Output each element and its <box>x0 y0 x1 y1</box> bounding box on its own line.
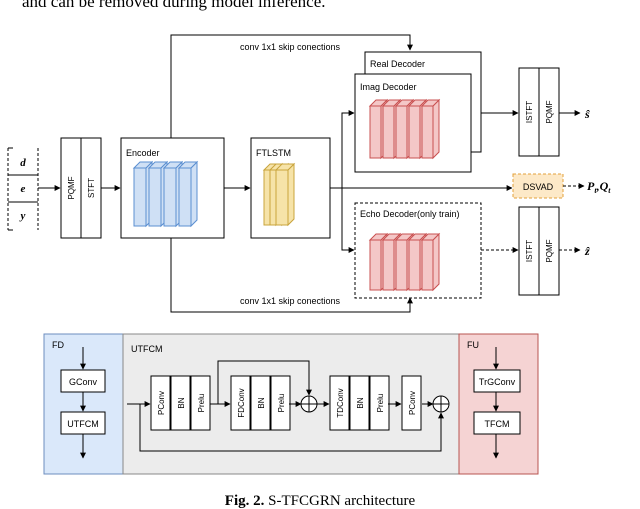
echo-layer-2 <box>395 239 408 291</box>
utfcm-op-1-0 <box>230 375 251 431</box>
lstm-layer-2 <box>275 169 289 226</box>
pqmf-s-label: PQMF <box>545 100 554 123</box>
pqmf-s-block <box>538 67 560 157</box>
imag-layer-1 <box>382 105 395 159</box>
utfcm-op-label-1-2: Prelu <box>277 394 286 413</box>
imag-layer-0 <box>369 105 382 159</box>
utfcm-op-2-2 <box>369 375 390 431</box>
imag-layer-2 <box>395 105 408 159</box>
utfcm-op-2-1 <box>349 375 370 431</box>
utfcm-title: UTFCM <box>131 344 163 354</box>
utfcm-op-label-3-0: PConv <box>408 391 417 415</box>
fd-title: FD <box>52 340 64 350</box>
gconv-label: GConv <box>69 377 98 387</box>
pqmf-in-label: PQMF <box>67 176 76 199</box>
skip-top-line <box>170 34 413 138</box>
utfcm-op-0-1 <box>170 375 191 431</box>
ftlstm-label: FTLSTM <box>256 148 291 158</box>
trgconv-label: TrGConv <box>479 377 516 387</box>
utfcm-op-label-2-2: Prelu <box>376 394 385 413</box>
output-s: ŝ <box>584 107 590 121</box>
utfcm-op-label-2-1: BN <box>356 397 365 408</box>
tfcm-label: TFCM <box>485 419 510 429</box>
echo-layer-0 <box>369 239 382 291</box>
istft-z-label: ISTFT <box>525 240 534 262</box>
encoder-layer-3 <box>178 167 192 227</box>
input-y: y <box>19 210 26 222</box>
utfcm-op-label-1-1: BN <box>257 397 266 408</box>
imag-layer-4 <box>421 105 434 159</box>
utfcm-op-label-0-0: PConv <box>157 391 166 415</box>
encoder-layer-0 <box>133 167 147 227</box>
echo-layer-4 <box>421 239 434 291</box>
utfcm-ops: PConv BN Prelu FDConv BN Prelu TDConv BN Prelu PC… <box>150 375 422 431</box>
dsvad-label: DSVAD <box>523 182 554 192</box>
utfcm-op-1-2 <box>270 375 291 431</box>
utfcm-op-3-0 <box>401 375 422 431</box>
stft-in-label: STFT <box>87 178 96 198</box>
utfcm-op-label-1-0: FDConv <box>237 388 246 417</box>
inner-skip <box>217 360 312 404</box>
encoder-layers <box>132 160 199 228</box>
output-pq: Pt,Qt <box>587 179 611 195</box>
fd-utfcm-label: UTFCM <box>67 419 99 429</box>
tfcm-block <box>473 411 521 435</box>
fu-panel <box>458 333 539 475</box>
imag-decoder-layers <box>368 98 441 160</box>
trgconv-block <box>473 369 521 393</box>
echo-decoder-layers <box>368 232 441 292</box>
utfcm-op-0-0 <box>150 375 171 431</box>
encoder-layer-2 <box>163 167 177 227</box>
echo-decoder-label: Echo Decoder(only train) <box>360 209 460 219</box>
utfcm-op-label-2-0: TDConv <box>336 388 345 417</box>
pqmf-z-label: PQMF <box>545 239 554 262</box>
utfcm-op-0-2 <box>190 375 211 431</box>
lstm-layer-side-2 <box>287 162 295 227</box>
real-decoder-label: Real Decoder <box>370 59 425 69</box>
skip-top-label: conv 1x1 skip conections <box>240 42 341 52</box>
top-body-text: and can be removed during model inferenc… <box>22 0 326 11</box>
imag-layer-3 <box>408 105 421 159</box>
ftlstm-layers <box>262 162 296 227</box>
echo-layer-side-4 <box>432 232 440 292</box>
encoder-label: Encoder <box>126 148 160 158</box>
echo-layer-3 <box>408 239 421 291</box>
skip-bottom-label: conv 1x1 skip conections <box>240 296 341 306</box>
encoder-layer-side-3 <box>190 160 198 228</box>
output-z: ẑ <box>584 244 590 258</box>
fu-title: FU <box>467 340 479 350</box>
outer-skip <box>139 404 444 452</box>
pqmf-z-block <box>538 206 560 296</box>
input-e: e <box>21 183 26 195</box>
utfcm-op-2-0 <box>329 375 350 431</box>
input-d: d <box>20 157 26 169</box>
encoder-layer-1 <box>148 167 162 227</box>
istft-s-label: ISTFT <box>525 101 534 123</box>
utfcm-op-label-0-2: Prelu <box>197 394 206 413</box>
dsvad-block <box>512 173 564 199</box>
utfcm-op-1-1 <box>250 375 271 431</box>
input-group: d e y <box>7 147 39 231</box>
imag-decoder-label: Imag Decoder <box>360 82 417 92</box>
figure-caption: Fig. 2. S-TFCGRN architecture <box>225 493 416 509</box>
utfcm-op-label-0-1: BN <box>177 397 186 408</box>
skip-bottom-line <box>170 238 413 313</box>
imag-layer-side-4 <box>432 98 440 160</box>
echo-layer-1 <box>382 239 395 291</box>
